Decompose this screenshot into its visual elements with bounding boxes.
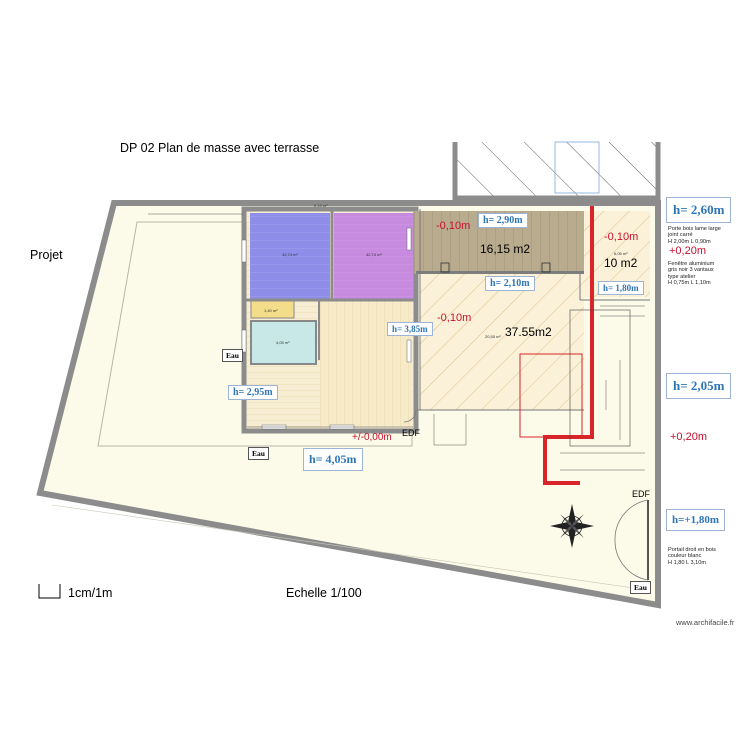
edf-label-1: EDF <box>402 428 420 438</box>
gate-note: Portail droit en bois couleur blanc H 1,… <box>668 547 716 566</box>
height-180-big: h=+1,80m <box>666 509 726 531</box>
red-boundary <box>519 206 631 485</box>
diagonal-dim <box>51 504 649 591</box>
terrace-small-area: 20,55 m² <box>485 334 501 339</box>
watermark: www.archifacile.fr <box>676 618 735 627</box>
door-note: Porte bois lame large joint carré H 2,00… <box>668 226 721 245</box>
top-wall-dim: 0,15 m² <box>314 203 328 208</box>
height-180-small: h= 1,80m <box>598 281 644 295</box>
scale-bar <box>38 584 61 599</box>
eau-label-2: Eau <box>248 447 269 460</box>
window-note: Fenêtre aluminium gris noir 3 vantaux ty… <box>668 261 715 287</box>
scale-legend: 1cm/1m <box>68 586 113 600</box>
page-title: DP 02 Plan de masse avec terrasse <box>120 141 320 155</box>
neighbor-building <box>452 141 661 201</box>
room-purple-area: 42,74 m² <box>366 252 382 257</box>
compass-icon <box>550 504 594 548</box>
annex-small-area: 6,05 m² <box>614 251 628 256</box>
height-405: h= 4,05m <box>303 448 363 471</box>
project-label: Projet <box>30 248 63 262</box>
height-210: h= 2,10m <box>485 276 535 291</box>
level-plus-mid: +0,20m <box>670 431 707 443</box>
annex-area: 10 m2 <box>604 256 638 270</box>
level-mid: -0,10m <box>437 312 472 324</box>
height-290: h= 2,90m <box>478 213 528 228</box>
height-295: h= 2,95m <box>228 385 278 400</box>
scale-text: Echelle 1/100 <box>286 586 362 600</box>
dimension-lines <box>148 213 645 471</box>
height-205: h= 2,05m <box>666 373 732 399</box>
height-385: h= 3,85m <box>387 322 433 336</box>
level-top-left: -0,10m <box>436 220 471 232</box>
level-zero: +/-0,00m <box>352 432 392 443</box>
room-small-area: 1,40 m² <box>264 308 278 313</box>
terrace-top-area: 16,15 m2 <box>480 242 531 256</box>
room-bath-area: 4,05 m² <box>276 340 290 345</box>
level-plus-top: +0,20m <box>669 245 706 257</box>
terrace-main-area: 37.55m2 <box>505 325 552 339</box>
level-top-right: -0,10m <box>604 231 639 243</box>
eau-label-3: Eau <box>630 581 651 594</box>
edf-label-2: EDF <box>632 489 650 499</box>
gate <box>403 409 649 581</box>
room-blue-area: 42,74 m² <box>282 252 298 257</box>
eau-label-1: Eau <box>222 349 243 362</box>
height-260: h= 2,60m <box>666 197 732 223</box>
